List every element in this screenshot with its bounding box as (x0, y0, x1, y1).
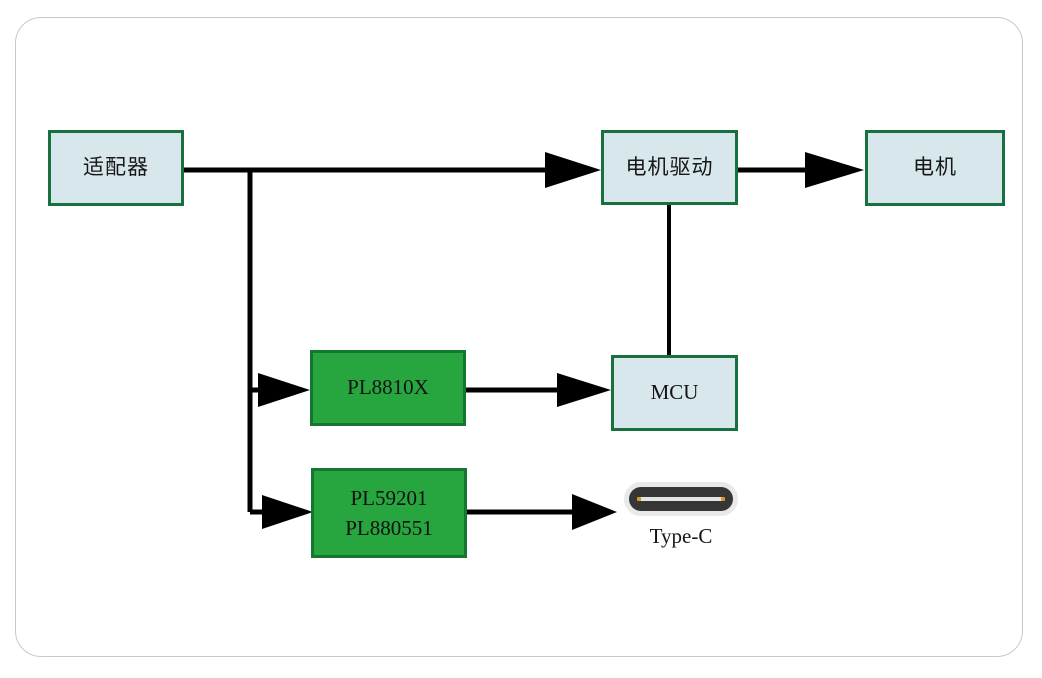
arrowhead-pl8810x (258, 373, 310, 407)
typec-port-body (629, 487, 733, 511)
block-pl59201-label-line1: PL59201 (350, 485, 428, 510)
typec-label: Type-C (649, 524, 713, 548)
block-adapter-label: 适配器 (83, 155, 149, 180)
arrowhead-typec (572, 494, 617, 530)
arrowhead-mcu (557, 373, 611, 407)
block-motor-driver-label: 电机驱动 (625, 154, 714, 179)
diagram-outer-frame (15, 17, 1023, 657)
block-motor[interactable]: 电机 (865, 130, 1005, 206)
typec-inner-bar (637, 497, 725, 501)
typec-pin-left (637, 497, 642, 501)
arrowhead-motor (805, 152, 864, 188)
typec-connector-group[interactable]: Type-C (620, 480, 742, 562)
block-adapter[interactable]: 适配器 (48, 130, 184, 206)
arrowhead-motor-driver (545, 152, 601, 188)
block-motor-label: 电机 (913, 155, 957, 180)
block-mcu[interactable]: MCU (611, 355, 738, 431)
block-pl59201-label-line2: PL880551 (345, 516, 433, 540)
block-motor-driver[interactable]: 电机驱动 (601, 130, 738, 205)
arrowhead-pl59201 (262, 495, 313, 529)
block-pl59201[interactable]: PL59201 PL880551 (311, 468, 467, 558)
block-pl8810x-label: PL8810X (347, 375, 429, 400)
usb-type-c-port-icon (624, 482, 738, 516)
block-pl8810x[interactable]: PL8810X (310, 350, 466, 426)
block-mcu-label: MCU (650, 380, 699, 405)
typec-pin-right (720, 497, 725, 501)
block-pl59201-labels: PL59201 PL880551 (345, 483, 433, 544)
